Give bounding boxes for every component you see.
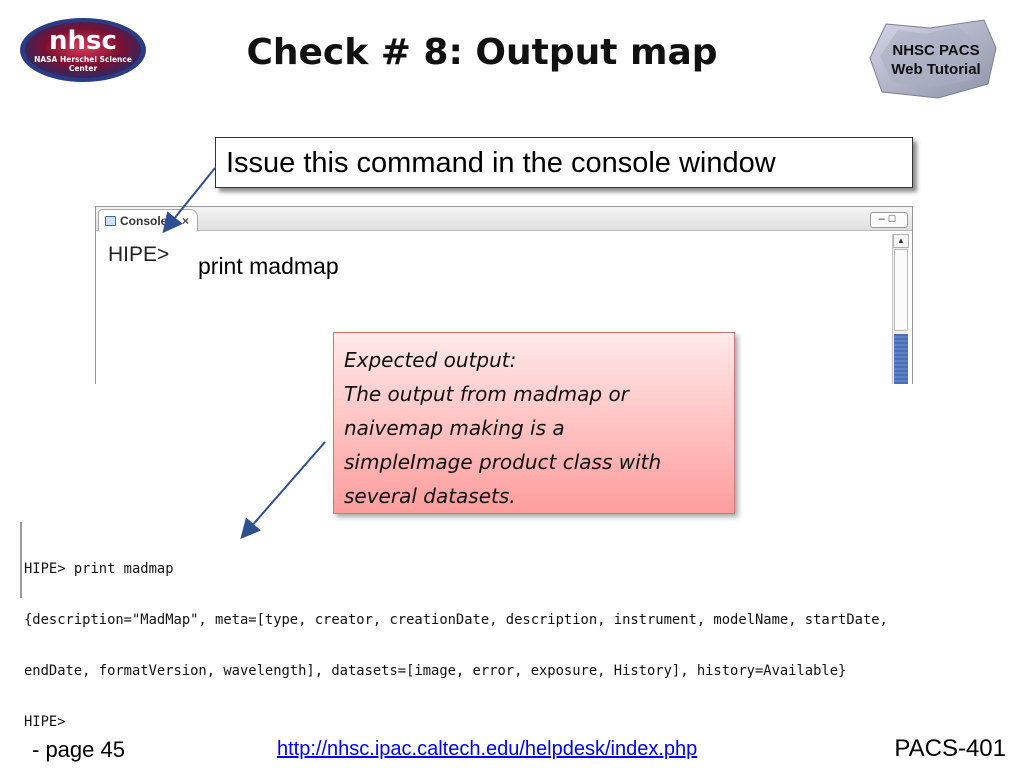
expected-output-line: simpleImage product class with <box>344 450 662 474</box>
expected-output-line: naivemap making is a <box>344 416 565 440</box>
pacs-logo-line1: NHSC PACS <box>892 42 979 59</box>
expected-output-line: several datasets. <box>344 484 516 508</box>
console-scrollbar[interactable]: ▲ <box>892 234 909 384</box>
close-icon[interactable]: × <box>181 214 189 228</box>
expected-output-line: Expected output: <box>344 348 517 372</box>
nhsc-logo-sub2: Center <box>69 64 98 73</box>
helpdesk-link[interactable]: http://nhsc.ipac.caltech.edu/helpdesk/in… <box>277 738 698 760</box>
course-code: PACS-401 <box>894 735 1006 762</box>
console-command: print madmap <box>198 253 339 279</box>
output-line: endDate, formatVersion, wavelength], dat… <box>24 663 847 679</box>
tab-console-label: Console <box>120 214 168 228</box>
nhsc-logo: nhsc NASA Herschel Science Center <box>18 16 148 84</box>
nhsc-pacs-logo: NHSC PACS Web Tutorial <box>868 18 1000 100</box>
scroll-up-icon[interactable]: ▲ <box>893 234 909 248</box>
console-input-area[interactable]: HIPE> print madmap <box>96 231 890 384</box>
hipe-prompt: HIPE> <box>108 243 170 266</box>
page-number: - page 45 <box>32 737 125 762</box>
nhsc-logo-main: nhsc <box>49 26 117 56</box>
output-line: HIPE> <box>24 714 66 730</box>
console-icon <box>105 216 116 226</box>
tab-console[interactable]: Console × <box>98 209 198 231</box>
expected-output-box: Expected output: The output from madmap … <box>333 332 735 514</box>
page-title: Check # 8: Output map <box>246 32 718 73</box>
output-line: {description="MadMap", meta=[type, creat… <box>24 612 888 628</box>
output-divider <box>20 522 22 598</box>
scroll-track <box>894 334 908 384</box>
console-tab-bar: Console × –□ <box>96 207 912 231</box>
window-controls[interactable]: –□ <box>870 212 908 228</box>
expected-output-line: The output from madmap or <box>344 382 629 406</box>
instruction-callout: Issue this command in the console window <box>215 137 913 188</box>
console-output-snippet: HIPE> print madmap {description="MadMap"… <box>20 522 1024 730</box>
scroll-thumb[interactable] <box>894 249 908 331</box>
pacs-logo-line2: Web Tutorial <box>891 61 980 78</box>
nhsc-logo-sub1: NASA Herschel Science <box>34 55 132 64</box>
output-line: HIPE> print madmap <box>24 561 174 577</box>
